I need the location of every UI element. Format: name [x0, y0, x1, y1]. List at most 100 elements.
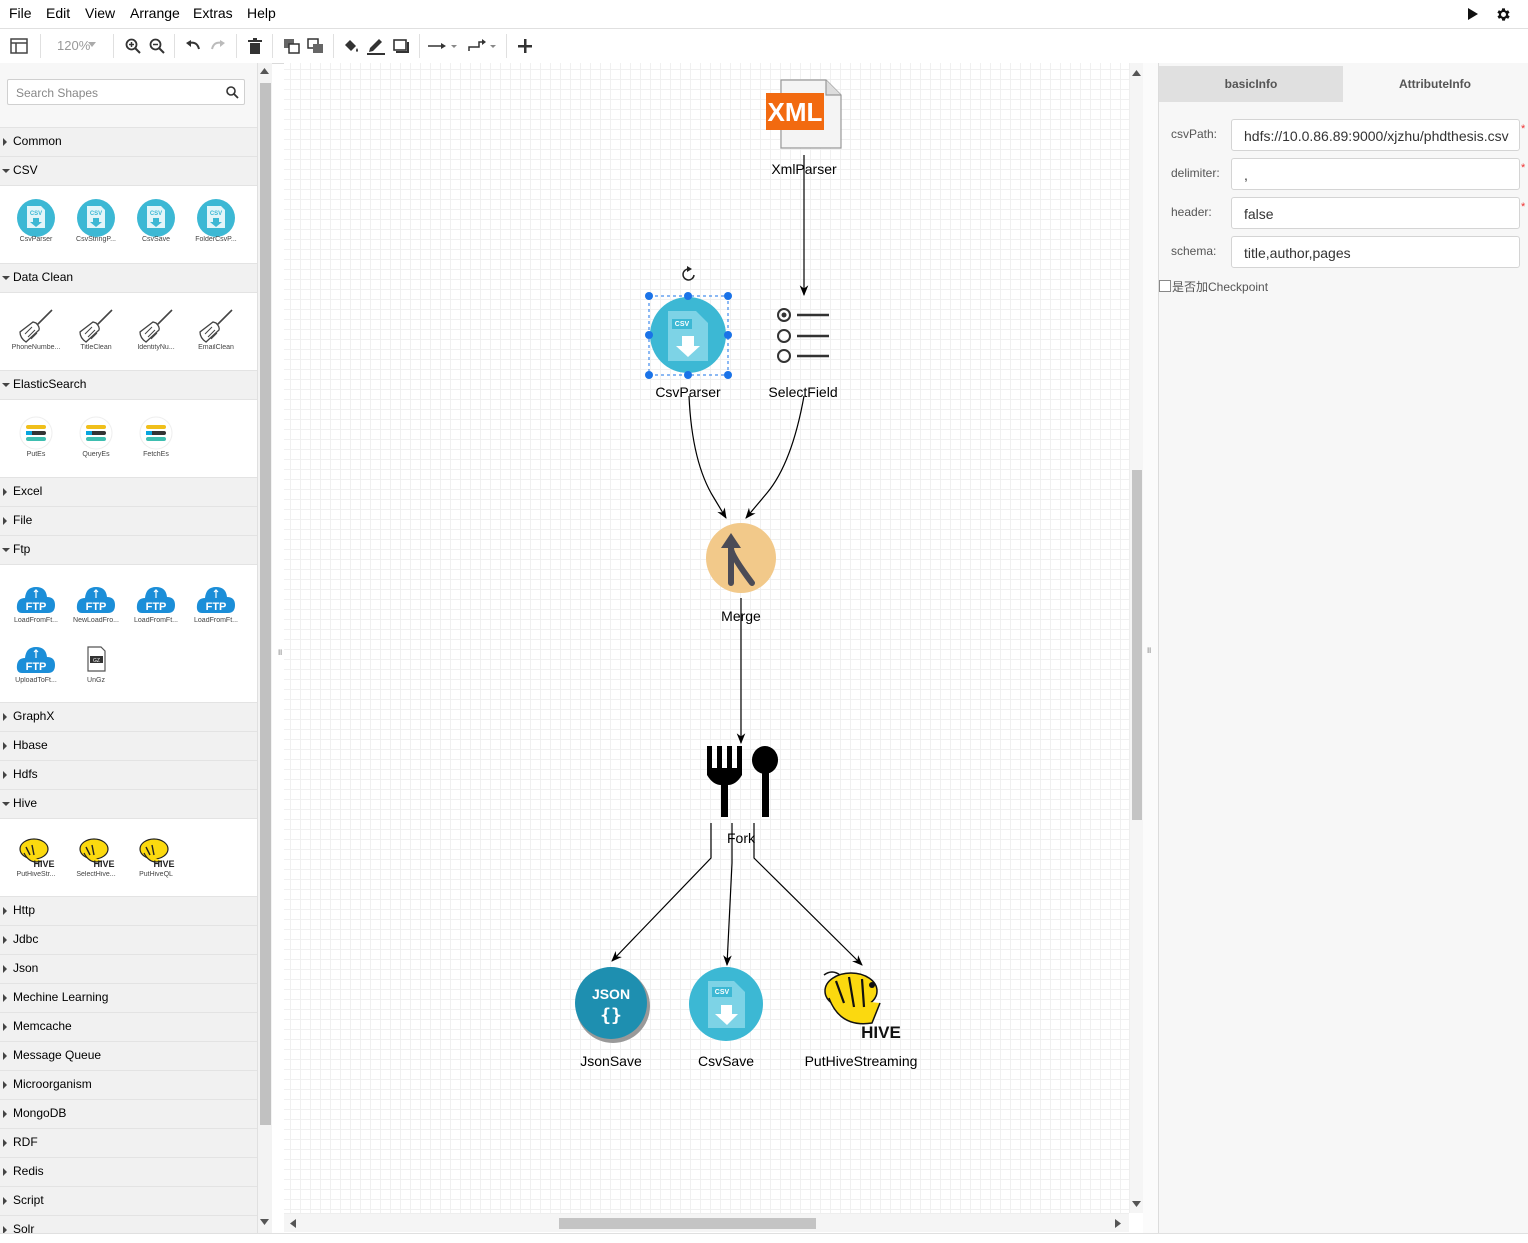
scroll-down-icon[interactable] — [260, 1219, 269, 1225]
shape-foldercsvparser[interactable]: CSV FolderCsvP... — [188, 190, 244, 246]
category-machine-learning[interactable]: Mechine Learning — [0, 983, 257, 1012]
menu-extras[interactable]: Extras — [193, 5, 233, 21]
format-panel-toggle[interactable] — [8, 29, 30, 63]
diagram-canvas[interactable]: XML CSV — [284, 63, 1129, 1213]
node-label-fork[interactable]: Fork — [727, 830, 755, 846]
category-hive[interactable]: Hive — [0, 789, 257, 818]
sidebar-scroll-thumb[interactable] — [260, 83, 271, 1125]
shape-emailclean[interactable]: EmailClean — [188, 298, 244, 354]
shape-loadfromftp[interactable]: FTP LoadFromFt... — [8, 571, 64, 627]
shape-selecthiveql[interactable]: HIVE SelectHive... — [68, 825, 124, 881]
splitter-grip-left[interactable]: ॥ — [277, 647, 283, 657]
tab-attributeinfo[interactable]: AttributeInfo — [1343, 66, 1527, 102]
shape-csvparser[interactable]: CSV CsvParser — [8, 190, 64, 246]
scroll-right-icon[interactable] — [1115, 1219, 1121, 1228]
undo-button[interactable] — [183, 29, 203, 63]
arrow-connector-icon — [428, 43, 457, 49]
shape-newloadfromftp[interactable]: FTP NewLoadFro... — [68, 571, 124, 627]
category-memcache[interactable]: Memcache — [0, 1012, 257, 1041]
scroll-down-icon[interactable] — [1132, 1201, 1141, 1207]
category-elasticsearch[interactable]: ElasticSearch — [0, 370, 257, 399]
shape-phonenumberclean[interactable]: PhoneNumbe... — [8, 298, 64, 354]
checkpoint-checkbox[interactable] — [1159, 280, 1171, 292]
shape-titleclean[interactable]: TitleClean — [68, 298, 124, 354]
scroll-up-icon[interactable] — [260, 68, 269, 74]
category-excel[interactable]: Excel — [0, 477, 257, 506]
menu-arrange[interactable]: Arrange — [130, 5, 180, 21]
tab-basicinfo[interactable]: basicInfo — [1159, 66, 1343, 102]
node-label-csvparser[interactable]: CsvParser — [655, 384, 721, 400]
zoom-level[interactable]: 120% — [57, 38, 91, 53]
shape-identitynumberclean[interactable]: IdentityNu... — [128, 298, 184, 354]
category-ftp[interactable]: Ftp — [0, 535, 257, 564]
node-label-xmlparser[interactable]: XmlParser — [771, 161, 837, 177]
category-rdf[interactable]: RDF — [0, 1128, 257, 1157]
fill-color-button[interactable] — [341, 29, 361, 63]
gear-icon[interactable] — [1495, 6, 1512, 23]
insert-button[interactable] — [515, 29, 535, 63]
waypoints-button[interactable] — [466, 29, 498, 63]
delete-button[interactable] — [245, 29, 265, 63]
svg-text:{}: {} — [600, 1005, 622, 1026]
zoom-out-button[interactable] — [147, 29, 167, 63]
shape-uploadtoftp[interactable]: FTP UploadToFt... — [8, 631, 64, 687]
node-label-merge[interactable]: Merge — [721, 608, 761, 624]
shape-ungz[interactable]: GZ UnGz — [68, 631, 124, 687]
shape-putes[interactable]: PutEs — [8, 405, 64, 461]
scroll-up-icon[interactable] — [1132, 70, 1141, 76]
shape-loadfromftp-3[interactable]: FTP LoadFromFt... — [188, 571, 244, 627]
canvas-horizontal-scrollbar[interactable] — [284, 1213, 1129, 1232]
category-json[interactable]: Json — [0, 954, 257, 983]
search-input[interactable] — [14, 81, 218, 105]
category-message-queue[interactable]: Message Queue — [0, 1041, 257, 1070]
to-front-button[interactable] — [281, 29, 301, 63]
shape-queryes[interactable]: QueryEs — [68, 405, 124, 461]
category-http[interactable]: Http — [0, 896, 257, 925]
canvas-hscroll-thumb[interactable] — [559, 1218, 816, 1229]
shape-loadfromftp-2[interactable]: FTP LoadFromFt... — [128, 571, 184, 627]
category-jdbc[interactable]: Jdbc — [0, 925, 257, 954]
node-label-selectfield[interactable]: SelectField — [768, 384, 838, 400]
category-redis[interactable]: Redis — [0, 1157, 257, 1186]
sidebar-scrollbar[interactable] — [257, 63, 272, 1242]
category-csv[interactable]: CSV — [0, 156, 257, 185]
connection-style-button[interactable] — [427, 29, 459, 63]
category-hdfs[interactable]: Hdfs — [0, 760, 257, 789]
scroll-left-icon[interactable] — [290, 1219, 296, 1228]
node-label-puthive[interactable]: PutHiveStreaming — [804, 1053, 918, 1069]
node-label-csvsave[interactable]: CsvSave — [697, 1053, 755, 1069]
shape-puthiveql[interactable]: HIVE PutHiveQL — [128, 825, 184, 881]
shape-csvsave[interactable]: CSV CsvSave — [128, 190, 184, 246]
zoom-in-button[interactable] — [123, 29, 143, 63]
category-dataclean[interactable]: Data Clean — [0, 263, 257, 292]
input-delimiter[interactable]: , — [1231, 158, 1520, 190]
category-hbase[interactable]: Hbase — [0, 731, 257, 760]
input-csvpath[interactable]: hdfs://10.0.86.89:9000/xjzhu/phdthesis.c… — [1231, 119, 1520, 151]
canvas-vertical-scrollbar[interactable] — [1129, 63, 1144, 1213]
line-color-button[interactable] — [366, 29, 386, 63]
category-script[interactable]: Script — [0, 1186, 257, 1215]
menu-help[interactable]: Help — [247, 5, 276, 21]
right-splitter[interactable]: ॥ — [1143, 63, 1158, 1233]
canvas-vscroll-thumb[interactable] — [1132, 470, 1142, 820]
shape-fetches[interactable]: FetchEs — [128, 405, 184, 461]
category-file[interactable]: File — [0, 506, 257, 535]
category-microorganism[interactable]: Microorganism — [0, 1070, 257, 1099]
input-header[interactable]: false — [1231, 197, 1520, 229]
input-schema[interactable]: title,author,pages — [1231, 236, 1520, 268]
node-label-jsonsave[interactable]: JsonSave — [580, 1053, 642, 1069]
category-common[interactable]: Common — [0, 127, 257, 156]
menu-file[interactable]: File — [9, 5, 32, 21]
run-icon[interactable] — [1466, 7, 1480, 21]
shape-csvstringparser[interactable]: CSV CsvStringP... — [68, 190, 124, 246]
category-graphx[interactable]: GraphX — [0, 702, 257, 731]
category-mongodb[interactable]: MongoDB — [0, 1099, 257, 1128]
menu-view[interactable]: View — [85, 5, 116, 21]
to-back-button[interactable] — [305, 29, 325, 63]
redo-button[interactable] — [208, 29, 228, 63]
shadow-button[interactable] — [391, 29, 411, 63]
menu-edit[interactable]: Edit — [46, 5, 71, 21]
splitter-grip-right[interactable]: ॥ — [1146, 645, 1152, 655]
search-icon[interactable] — [226, 86, 239, 99]
shape-puthivestreaming[interactable]: HIVE PutHiveStr... — [8, 825, 64, 881]
